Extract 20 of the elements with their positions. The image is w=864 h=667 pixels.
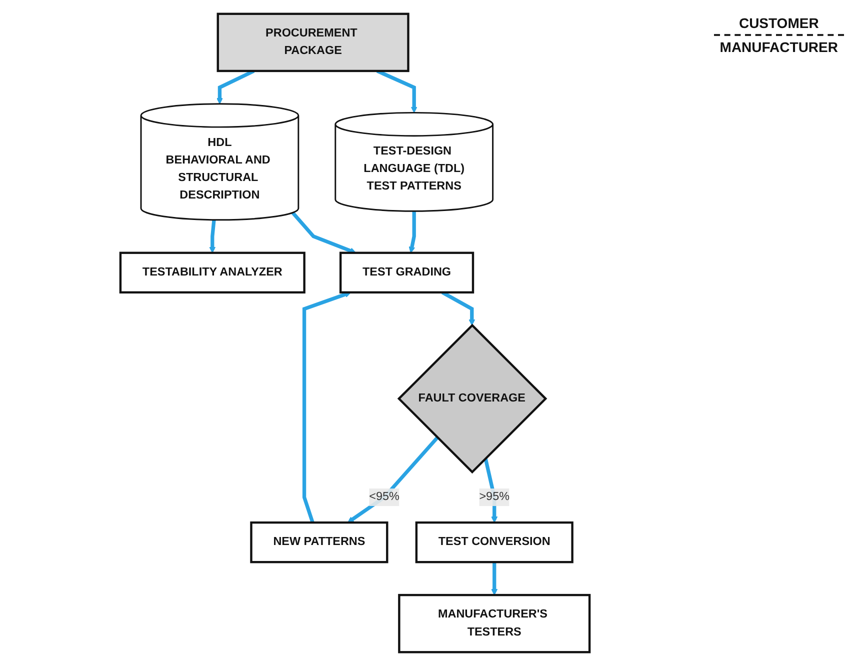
arrow <box>491 562 498 596</box>
arrow <box>216 69 255 104</box>
node-box: MANUFACTURER'S TESTERS <box>398 594 591 654</box>
node-box: TESTABILITY ANALYZER <box>119 252 306 294</box>
node-box: TEST CONVERSION <box>415 521 574 564</box>
node-box: TEST GRADING <box>339 252 474 294</box>
node-box: PROCUREMENT PACKAGE <box>216 12 410 72</box>
arrow <box>302 291 352 524</box>
arrow <box>376 69 418 113</box>
edge-label: <95% <box>369 490 400 504</box>
arrow <box>408 211 416 254</box>
side-label: CUSTOMER <box>738 14 820 33</box>
edge-label: >95% <box>479 490 510 504</box>
node-box: NEW PATTERNS <box>250 521 388 564</box>
arrow <box>291 211 356 254</box>
arrow <box>441 290 476 326</box>
arrow <box>209 220 216 254</box>
arrow <box>347 436 439 523</box>
node-diamond: FAULT COVERAGE <box>397 324 548 474</box>
side-label: MANUFACTURER <box>714 34 844 58</box>
